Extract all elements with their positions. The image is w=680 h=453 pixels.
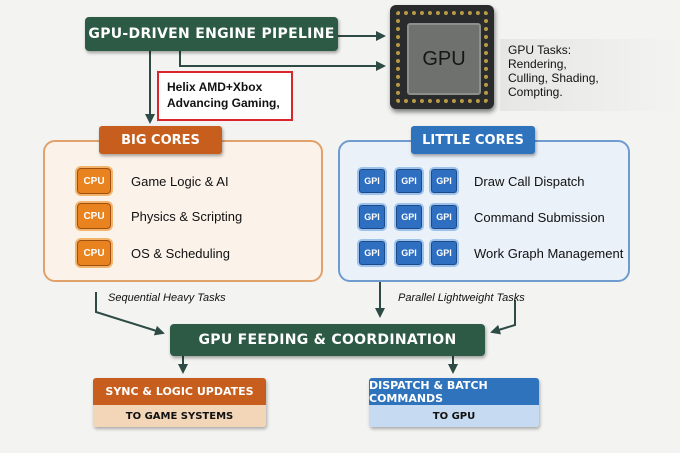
dispatch-output-title: DISPATCH & BATCH COMMANDS — [369, 378, 539, 405]
dispatch-output-box: DISPATCH & BATCH COMMANDS TO GPU — [369, 378, 539, 427]
cpu-chip-label: CPU — [83, 210, 105, 222]
gpu-chip-label: GPU — [422, 47, 466, 70]
little-cores-title: LITTLE CORES — [411, 126, 535, 154]
gpu-chip-icon: GPU — [390, 5, 494, 109]
arrow-title-to-gpu-lower — [179, 51, 386, 71]
gpi-chip-icon: GPI — [431, 169, 457, 193]
gpi-chip-label: GPI — [401, 248, 417, 258]
gpu-feeding-title: GPU FEEDING & COORDINATION — [198, 332, 457, 348]
gpi-chip-label: GPI — [364, 248, 380, 258]
gpi-chip-icon: GPI — [359, 241, 385, 265]
gpi-chip-icon: GPI — [431, 205, 457, 229]
gpi-chip-label: GPI — [401, 176, 417, 186]
gpi-chip-label: GPI — [436, 176, 452, 186]
gpi-chip-label: GPI — [364, 176, 380, 186]
little-cores-title-text: LITTLE CORES — [422, 132, 524, 148]
arrow-big-to-feeding — [95, 292, 165, 336]
cpu-chip-icon: CPU — [77, 240, 111, 266]
little-cores-panel — [338, 140, 630, 282]
gpu-task-item: Culling, Shading, — [508, 71, 599, 85]
sync-output-title: SYNC & LOGIC UPDATES — [93, 378, 266, 405]
gpu-chip-die: GPU — [407, 23, 481, 95]
gpi-chip-icon: GPI — [359, 169, 385, 193]
big-core-task: Game Logic & AI — [131, 174, 229, 189]
big-core-task: Physics & Scripting — [131, 209, 243, 224]
cpu-chip-icon: CPU — [77, 168, 111, 194]
cpu-chip-label: CPU — [83, 247, 105, 259]
cpu-chip-icon: CPU — [77, 203, 111, 229]
gpu-tasks-callout: GPU Tasks: Rendering, Culling, Shading, … — [500, 39, 680, 111]
gpu-chip-pins — [396, 11, 488, 103]
arrow-little-to-feeding — [490, 300, 516, 335]
gpi-chip-icon: GPI — [396, 241, 422, 265]
big-core-task: OS & Scheduling — [131, 246, 231, 261]
cpu-chip-label: CPU — [83, 175, 105, 187]
gpi-chip-icon: GPI — [431, 241, 457, 265]
dispatch-output-target: TO GPU — [369, 405, 539, 427]
pipeline-title: GPU-DRIVEN ENGINE PIPELINE — [85, 17, 338, 51]
note-line-1: Helix AMD+Xbox — [167, 80, 263, 94]
gpi-chip-label: GPI — [364, 212, 380, 222]
sync-output-target: TO GAME SYSTEMS — [93, 405, 266, 427]
gpu-task-item: Compting. — [508, 85, 563, 99]
sync-output-box: SYNC & LOGIC UPDATES TO GAME SYSTEMS — [93, 378, 266, 427]
gpi-chip-label: GPI — [401, 212, 417, 222]
big-cores-title: BIG CORES — [99, 126, 222, 154]
note-box: Helix AMD+Xbox Advancing Gaming, — [157, 71, 293, 121]
gpi-chip-icon: GPI — [359, 205, 385, 229]
gpi-chip-label: GPI — [436, 212, 452, 222]
gpi-chip-icon: GPI — [396, 169, 422, 193]
big-cores-caption: Sequential Heavy Tasks — [108, 292, 226, 304]
pipeline-title-text: GPU-DRIVEN ENGINE PIPELINE — [88, 26, 335, 42]
little-cores-caption: Parallel Lightweight Tasks — [398, 292, 525, 304]
little-core-task: Command Submission — [474, 210, 605, 225]
note-line-2: Advancing Gaming, — [167, 96, 280, 110]
big-cores-title-text: BIG CORES — [121, 132, 200, 148]
gpu-feeding-box: GPU FEEDING & COORDINATION — [170, 324, 485, 356]
gpi-chip-label: GPI — [436, 248, 452, 258]
gpu-tasks-title: GPU Tasks: — [508, 43, 572, 57]
little-core-task: Draw Call Dispatch — [474, 174, 585, 189]
gpi-chip-icon: GPI — [396, 205, 422, 229]
gpu-task-item: Rendering, — [508, 57, 567, 71]
little-core-task: Work Graph Management — [474, 246, 624, 261]
